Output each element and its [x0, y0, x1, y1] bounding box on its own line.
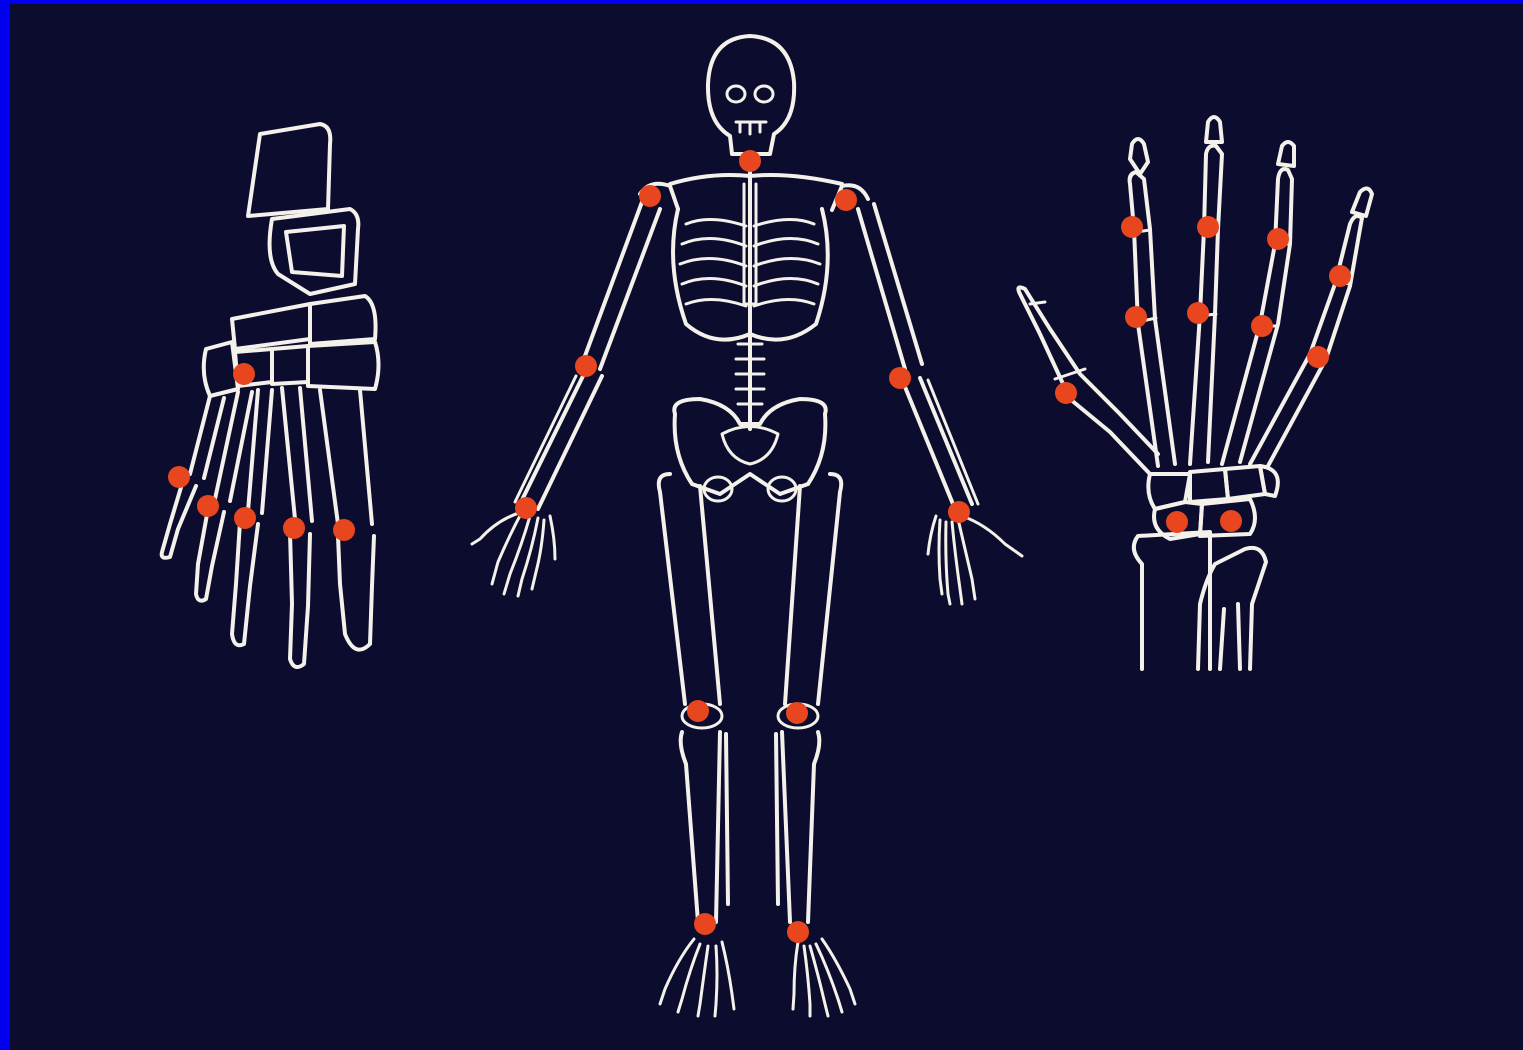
joint-marker	[1187, 302, 1209, 324]
joint-marker	[948, 501, 970, 523]
joint-marker	[1197, 216, 1219, 238]
joint-marker	[283, 517, 305, 539]
joint-marker	[1121, 216, 1143, 238]
joint-marker	[333, 519, 355, 541]
joint-marker	[787, 921, 809, 943]
joint-marker	[694, 913, 716, 935]
skeleton-icon	[472, 36, 1022, 1016]
foot-bones-icon	[162, 124, 379, 667]
skeleton-diagram	[10, 4, 1523, 1050]
joint-marker	[1166, 511, 1188, 533]
joint-marker	[739, 150, 761, 172]
joint-marker	[1251, 315, 1273, 337]
joint-marker	[1055, 382, 1077, 404]
joint-marker	[197, 495, 219, 517]
joint-marker	[639, 185, 661, 207]
joint-marker	[1267, 228, 1289, 250]
joint-marker	[575, 355, 597, 377]
joint-marker	[1307, 346, 1329, 368]
joint-marker	[234, 507, 256, 529]
joint-marker	[1220, 510, 1242, 532]
joint-marker	[233, 363, 255, 385]
joint-marker	[1329, 265, 1351, 287]
joint-marker	[168, 466, 190, 488]
joint-marker	[889, 367, 911, 389]
joint-marker	[687, 700, 709, 722]
joint-marker	[786, 702, 808, 724]
joint-marker	[515, 497, 537, 519]
slide-canvas	[10, 4, 1523, 1050]
joint-marker	[1125, 306, 1147, 328]
joint-marker	[835, 189, 857, 211]
